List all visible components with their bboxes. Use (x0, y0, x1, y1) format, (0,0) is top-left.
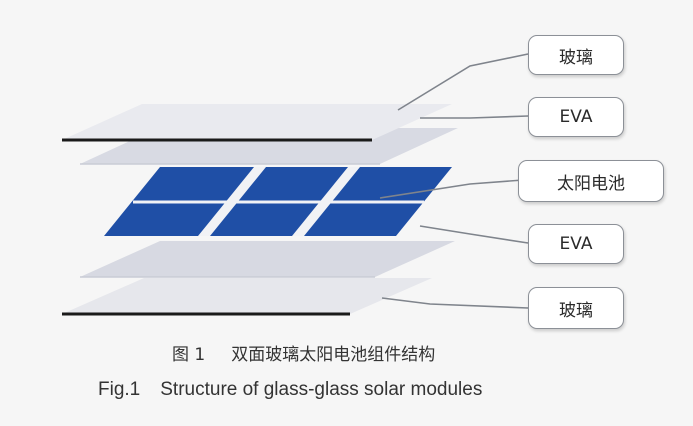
caption-cn-number: 图 1 (172, 345, 206, 365)
leader-lines (379, 53, 529, 309)
caption-chinese: 图 1 双面玻璃太阳电池组件结构 (172, 340, 632, 365)
caption-english: Fig.1 Structure of glass-glass solar modu… (98, 379, 678, 401)
eva-bottom-layer (80, 241, 455, 278)
glass-bottom-layer (62, 278, 432, 316)
label-glass-bottom: 玻璃 (528, 287, 624, 329)
label-eva-bottom: EVA (528, 224, 624, 264)
caption-en-number: Fig.1 (98, 379, 141, 400)
label-solar-cell: 太阳电池 (518, 160, 664, 202)
label-glass-top: 玻璃 (528, 35, 624, 75)
caption-en-title: Structure of glass-glass solar modules (160, 379, 483, 400)
label-eva-top: EVA (528, 97, 624, 137)
solar-cell-layer (104, 167, 452, 236)
glass-top-layer (62, 104, 452, 142)
caption-cn-title: 双面玻璃太阳电池组件结构 (231, 345, 436, 365)
